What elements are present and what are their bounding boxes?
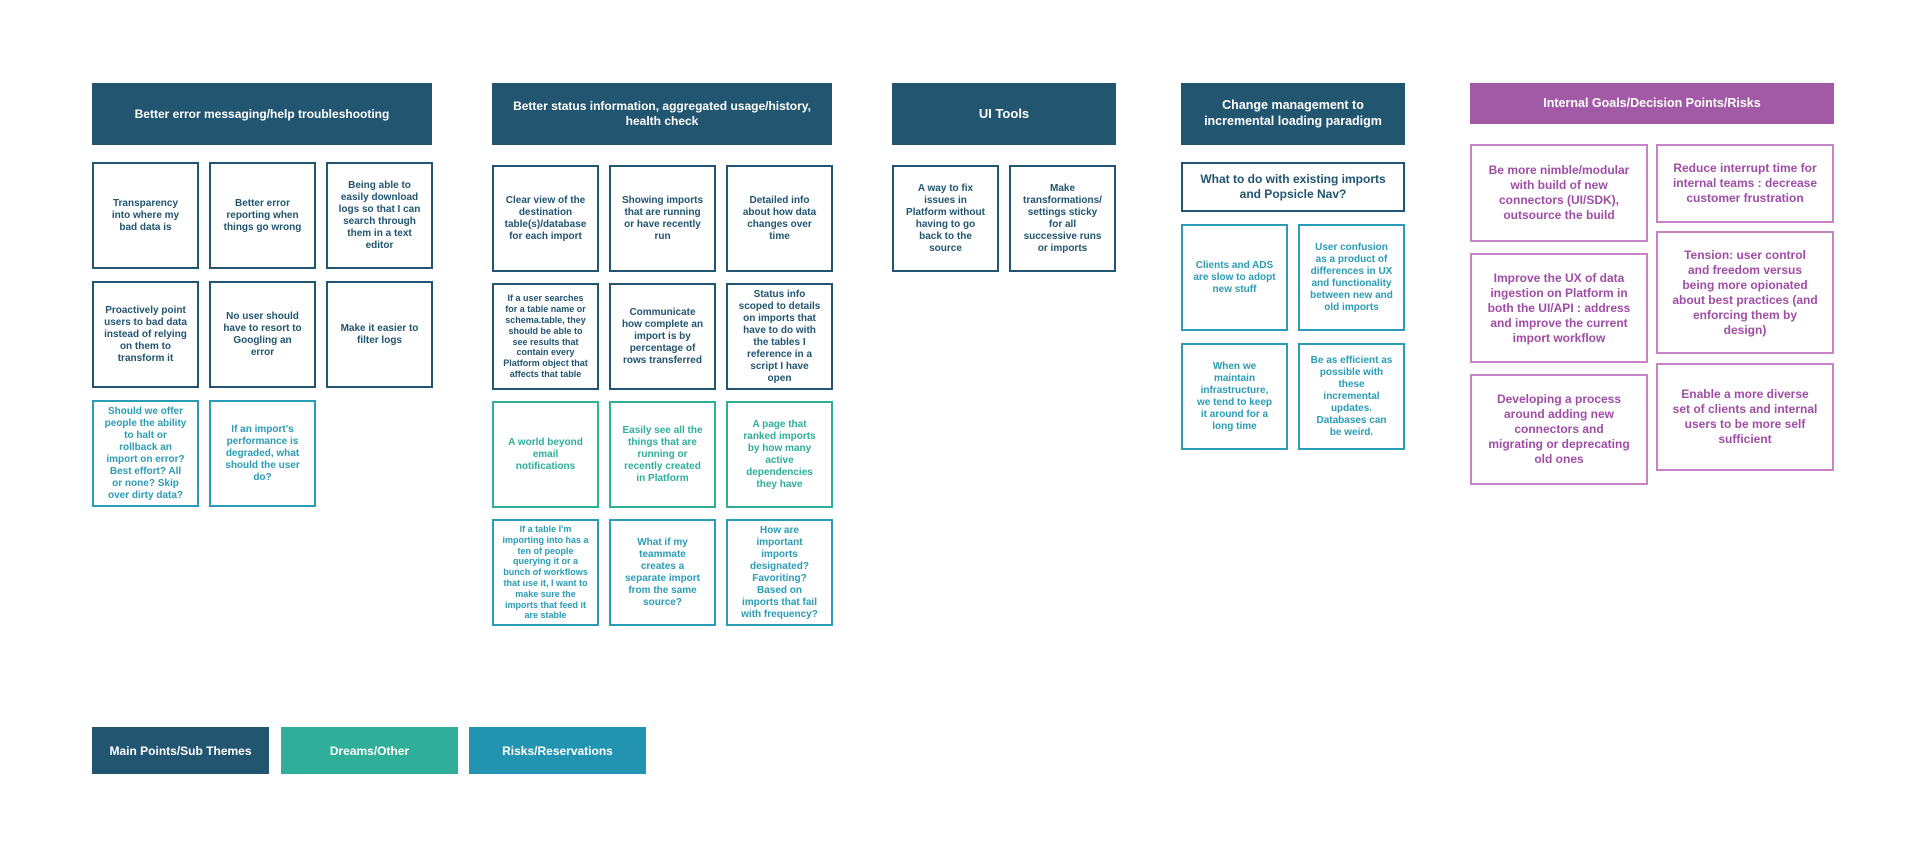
column-internal-goals: Internal Goals/Decision Points/Risks Be … [1470, 83, 1834, 485]
card-grid: Clear view of the destination table(s)/d… [492, 165, 833, 626]
sticky-note-risk: If an import's performance is degraded, … [209, 400, 316, 507]
sticky-note-goal: Reduce interrupt time for internal teams… [1656, 144, 1834, 223]
sticky-note-goal: Tension: user control and freedom versus… [1656, 231, 1834, 354]
column-status-information: Better status information, aggregated us… [492, 83, 833, 626]
sticky-note: A way to fix issues in Platform without … [892, 165, 999, 272]
theme-header: Internal Goals/Decision Points/Risks [1470, 83, 1834, 124]
sticky-note: If a user searches for a table name or s… [492, 283, 599, 390]
sticky-note-goal: Enable a more diverse set of clients and… [1656, 363, 1834, 471]
sticky-note-dream: A page that ranked imports by how many a… [726, 401, 833, 508]
theme-header: Better error messaging/help troubleshoot… [92, 83, 432, 145]
column-change-management: Change management to incremental loading… [1181, 83, 1405, 450]
sticky-note: Communicate how complete an import is by… [609, 283, 716, 390]
card-grid: Clients and ADS are slow to adopt new st… [1181, 224, 1405, 450]
sticky-note: Make it easier to filter logs [326, 281, 433, 388]
column-error-messaging: Better error messaging/help troubleshoot… [92, 83, 433, 507]
sticky-note: Better error reporting when things go wr… [209, 162, 316, 269]
sticky-note-risk: User confusion as a product of differenc… [1298, 224, 1405, 331]
column-ui-tools: UI Tools A way to fix issues in Platform… [892, 83, 1116, 272]
theme-header: Better status information, aggregated us… [492, 83, 832, 145]
sticky-note-risk: If a table I'm importing into has a ten … [492, 519, 599, 626]
sticky-note-risk: How are important imports designated? Fa… [726, 519, 833, 626]
sticky-note-risk: Be as efficient as possible with these i… [1298, 343, 1405, 450]
legend-dreams: Dreams/Other [281, 727, 458, 774]
card-grid: A way to fix issues in Platform without … [892, 165, 1116, 272]
sticky-note-goal: Be more nimble/modular with build of new… [1470, 144, 1648, 242]
sticky-note: Status info scoped to details on imports… [726, 283, 833, 390]
theme-header: UI Tools [892, 83, 1116, 145]
theme-header: Change management to incremental loading… [1181, 83, 1405, 145]
sticky-note: Being able to easily download logs so th… [326, 162, 433, 269]
sticky-note: No user should have to resort to Googlin… [209, 281, 316, 388]
sticky-note: Detailed info about how data changes ove… [726, 165, 833, 272]
card-grid: Transparency into where my bad data is B… [92, 162, 433, 507]
sticky-note: Showing imports that are running or have… [609, 165, 716, 272]
sticky-note: Proactively point users to bad data inst… [92, 281, 199, 388]
sticky-note-risk: Clients and ADS are slow to adopt new st… [1181, 224, 1288, 331]
sticky-note: Make transformations/ settings sticky fo… [1009, 165, 1116, 272]
sticky-note-dream: A world beyond email notifications [492, 401, 599, 508]
sticky-note-risk: Should we offer people the ability to ha… [92, 400, 199, 507]
sticky-note-dream: Easily see all the things that are runni… [609, 401, 716, 508]
sub-theme-header: What to do with existing imports and Pop… [1181, 162, 1405, 212]
sticky-note-goal: Improve the UX of data ingestion on Plat… [1470, 253, 1648, 363]
sticky-note: Transparency into where my bad data is [92, 162, 199, 269]
legend-main-points: Main Points/Sub Themes [92, 727, 269, 774]
sticky-note: Clear view of the destination table(s)/d… [492, 165, 599, 272]
legend-risks: Risks/Reservations [469, 727, 646, 774]
sticky-note-goal: Developing a process around adding new c… [1470, 374, 1648, 485]
sticky-note-risk: When we maintain infrastructure, we tend… [1181, 343, 1288, 450]
sticky-note-risk: What if my teammate creates a separate i… [609, 519, 716, 626]
